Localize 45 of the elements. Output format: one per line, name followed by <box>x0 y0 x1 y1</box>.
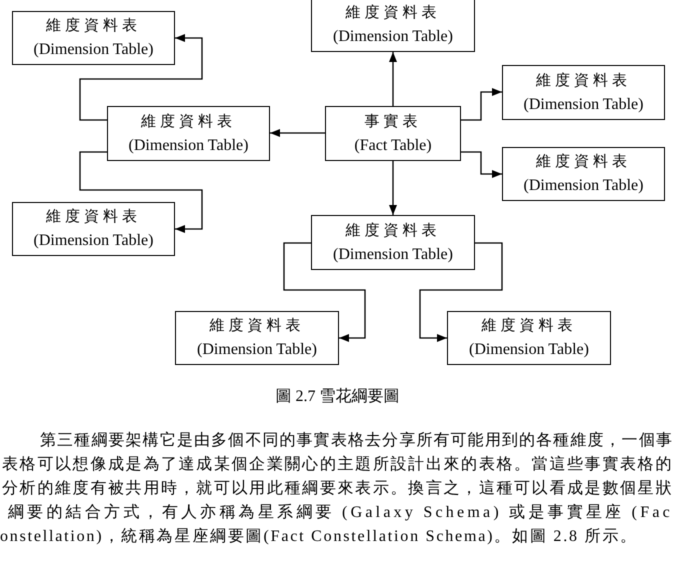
table-box <box>447 311 611 365</box>
table-name: 事實表 <box>364 112 422 132</box>
table-box <box>311 0 475 52</box>
table-box <box>502 65 665 120</box>
paragraph-line: 第三種綱要架構它是由多個不同的事實表格去分享所有可能用到的各種維度，一個事 <box>40 430 673 451</box>
arrow <box>79 151 203 233</box>
paragraph-line: 綱要的結合方式，有人亦稱為星系綱要 (Galaxy Schema) 或是事實星座 (Fac <box>8 502 673 523</box>
table-name: 維度資料表 <box>482 316 576 336</box>
table-box <box>12 202 175 256</box>
arrow <box>461 151 502 178</box>
table-subtitle: (Dimension Table) <box>128 136 248 156</box>
arrow <box>461 88 502 121</box>
table-name: 維度資料表 <box>210 316 304 336</box>
table-subtitle: (Dimension Table) <box>524 94 644 114</box>
table-subtitle: (Dimension Table) <box>34 40 154 60</box>
table-box <box>311 215 475 270</box>
table-box <box>502 147 665 201</box>
table-name: 維度資料表 <box>536 152 631 172</box>
arrow <box>283 242 366 342</box>
arrow <box>79 34 203 121</box>
paragraph-line: 分析的維度有被共用時，就可以用此種綱要來表示。換言之，這種可以看成是數個星狀 <box>2 478 673 499</box>
figure-caption: 圖 2.7 雪花綱要圖 <box>276 388 400 405</box>
table-subtitle: (Dimension Table) <box>333 244 453 264</box>
table-subtitle: (Dimension Table) <box>469 340 589 360</box>
table-subtitle: (Dimension Table) <box>197 340 317 360</box>
table-name: 維度資料表 <box>46 207 141 227</box>
table-subtitle: (Dimension Table) <box>524 176 644 196</box>
table-box <box>325 106 461 161</box>
table-name: 維度資料表 <box>46 16 141 36</box>
table-box <box>107 106 270 161</box>
arrow <box>419 242 503 342</box>
table-box <box>12 11 175 65</box>
paragraph-line: onstellation)，統稱為星座綱要圖(Fact Constellation Schema)。如圖 2.8 所示。 <box>0 526 638 547</box>
table-name: 維度資料表 <box>141 112 236 132</box>
table-subtitle: (Dimension Table) <box>34 231 154 251</box>
paragraph-line: 表格可以想像成是為了達成某個企業關心的主題所設計出來的表格。當這些事實表格的 <box>2 454 673 475</box>
table-name: 維度資料表 <box>536 71 631 90</box>
table-subtitle: (Dimension Table) <box>333 27 453 47</box>
arrow <box>270 129 325 137</box>
arrow <box>389 161 397 215</box>
table-subtitle: (Fact Table) <box>354 136 432 156</box>
table-name: 維度資料表 <box>346 221 440 240</box>
table-name: 維度資料表 <box>346 3 440 23</box>
table-box <box>175 311 339 365</box>
arrow <box>389 52 397 106</box>
